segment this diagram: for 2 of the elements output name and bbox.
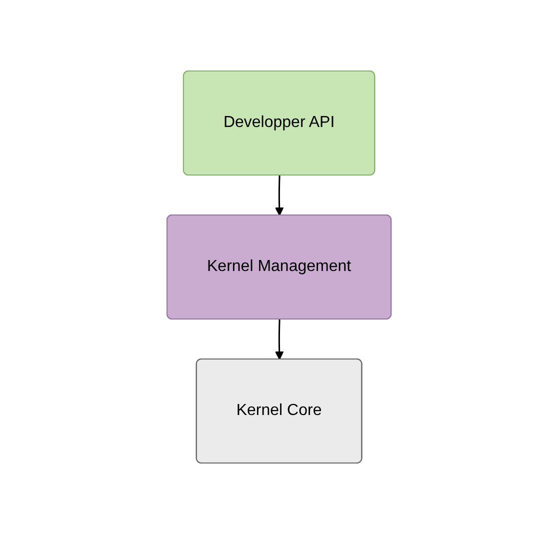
arrow xyxy=(274,318,284,360)
arrow xyxy=(274,174,284,216)
